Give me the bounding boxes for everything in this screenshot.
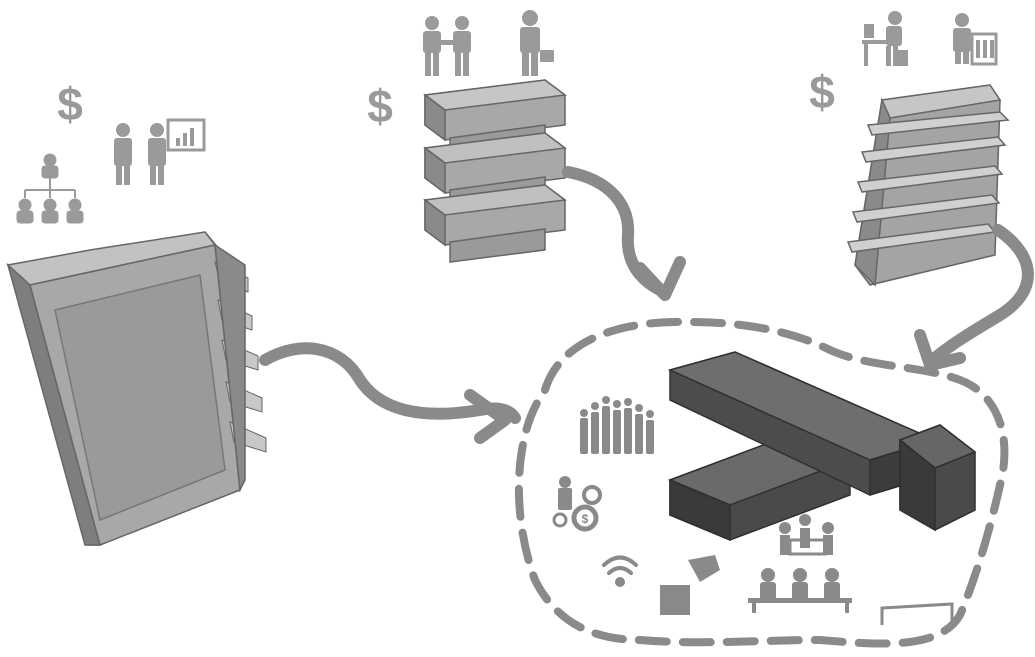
svg-text:$: $ [582, 512, 589, 526]
handshake-icon [423, 16, 471, 76]
right-building [846, 84, 1010, 287]
left-dollar-sign: $ [57, 78, 83, 130]
right-dollar-sign: $ [809, 66, 835, 118]
arrow-left-to-target [259, 342, 521, 444]
merged-campus [667, 351, 977, 542]
filing-icon [953, 13, 998, 66]
target-boundary [514, 317, 1009, 648]
left-building [6, 231, 267, 547]
svg-text:$: $ [809, 66, 835, 118]
center-building [423, 79, 567, 263]
desk-worker-icon [862, 11, 908, 66]
svg-text:$: $ [367, 80, 393, 132]
arrow-right-to-target [914, 224, 1034, 371]
org-chart-icon [16, 153, 84, 224]
seated-group-icon [748, 568, 852, 613]
presentation-icon [114, 118, 206, 185]
svg-text:$: $ [57, 78, 83, 130]
arrow-center-to-target [562, 166, 686, 301]
puzzle-hand-icon [660, 555, 720, 615]
center-dollar-sign: $ [367, 80, 393, 132]
innovation-gears-icon: $ [552, 476, 602, 532]
bench-icon [880, 602, 954, 625]
businessman-briefcase-icon [520, 10, 554, 76]
meeting-table-icon [779, 514, 834, 556]
celebrating-team-icon [580, 396, 654, 454]
wifi-icon [602, 555, 638, 587]
